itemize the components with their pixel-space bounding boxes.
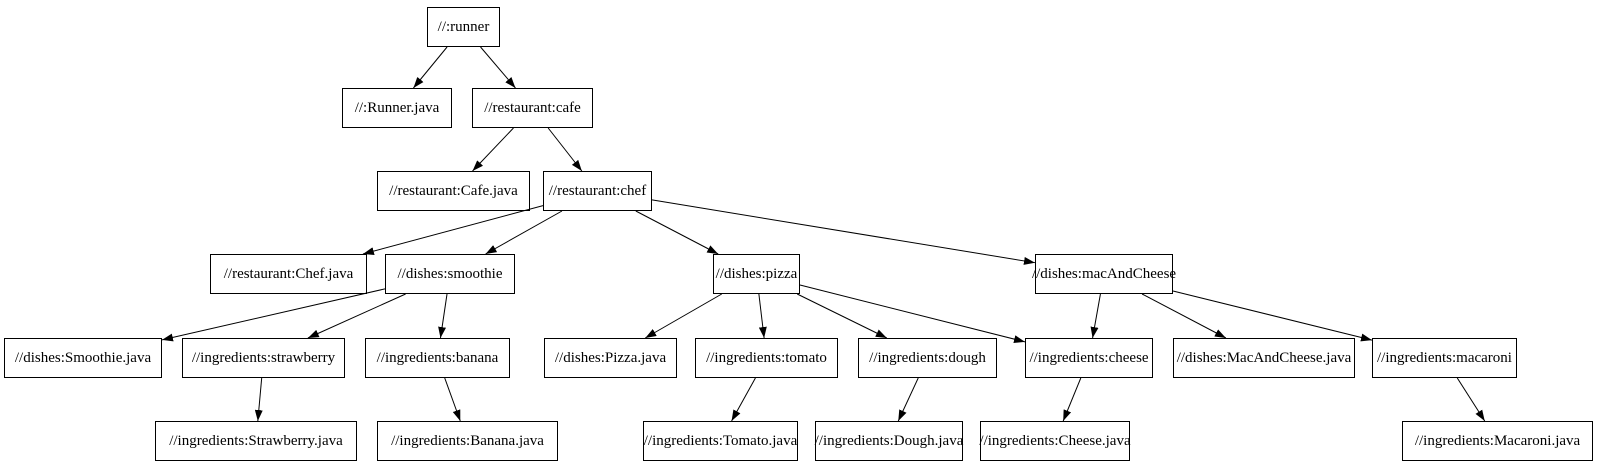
graph-edge-pizza-pizza_java	[645, 293, 722, 339]
graph-edge-cafe-chef	[547, 127, 583, 172]
graph-edge-chef-mac_and_cheese	[651, 199, 1036, 265]
graph-edge-runner-cafe	[480, 46, 516, 89]
graph-edge-strawberry-strawberry_java	[254, 377, 263, 422]
graph-node-banana: //ingredients:banana	[365, 338, 510, 378]
graph-edge-cheese-cheese_java	[1062, 377, 1082, 422]
graph-node-pizza: //dishes:pizza	[713, 254, 800, 294]
graph-edge-mac_and_cheese-macaroni	[1172, 290, 1373, 342]
graph-node-mac_and_cheese_java: //dishes:MacAndCheese.java	[1173, 338, 1355, 378]
graph-node-dough_java: //ingredients:Dough.java	[815, 421, 963, 461]
graph-node-macaroni_java: //ingredients:Macaroni.java	[1402, 421, 1593, 461]
graph-node-macaroni: //ingredients:macaroni	[1372, 338, 1517, 378]
graph-node-cheese_java: //ingredients:Cheese.java	[979, 421, 1131, 461]
graph-edge-smoothie-smoothie_java	[161, 288, 386, 342]
graph-edge-runner-runner_java	[413, 46, 448, 89]
graph-edge-tomato-tomato_java	[731, 377, 756, 422]
graph-edge-cafe-cafe_java	[472, 127, 514, 172]
graph-edge-smoothie-banana	[438, 293, 448, 339]
graph-edge-smoothie-strawberry	[307, 293, 406, 339]
graph-node-chef: //restaurant:chef	[543, 171, 652, 211]
graph-node-runner: //:runner	[427, 7, 500, 47]
graph-edge-banana-banana_java	[444, 377, 461, 422]
graph-node-dough: //ingredients:dough	[858, 338, 997, 378]
graph-node-strawberry_java: //ingredients:Strawberry.java	[155, 421, 357, 461]
graph-node-cheese: //ingredients:cheese	[1025, 338, 1153, 378]
graph-node-tomato: //ingredients:tomato	[695, 338, 838, 378]
graph-node-chef_java: //restaurant:Chef.java	[210, 254, 367, 294]
graph-node-banana_java: //ingredients:Banana.java	[377, 421, 558, 461]
graph-edge-chef-smoothie	[485, 210, 563, 255]
graph-edge-chef-pizza	[635, 210, 719, 255]
graph-edge-pizza-dough	[796, 293, 888, 339]
graph-node-smoothie: //dishes:smoothie	[385, 254, 515, 294]
graph-edge-dough-dough_java	[897, 377, 919, 422]
graph-edge-pizza-cheese	[799, 284, 1026, 344]
graph-node-tomato_java: //ingredients:Tomato.java	[643, 421, 798, 461]
graph-node-strawberry: //ingredients:strawberry	[182, 338, 345, 378]
graph-edge-chef-chef_java	[362, 205, 544, 256]
graph-edge-mac_and_cheese-mac_and_cheese_java	[1141, 293, 1227, 339]
graph-edge-macaroni-macaroni_java	[1456, 377, 1486, 422]
graph-edge-mac_and_cheese-cheese	[1090, 293, 1101, 339]
graph-node-smoothie_java: //dishes:Smoothie.java	[4, 338, 162, 378]
graph-node-cafe_java: //restaurant:Cafe.java	[377, 171, 530, 211]
graph-node-cafe: //restaurant:cafe	[472, 88, 593, 128]
graph-edge-pizza-tomato	[758, 293, 767, 339]
graph-node-mac_and_cheese: //dishes:macAndCheese	[1032, 254, 1176, 294]
graph-node-runner_java: //:Runner.java	[342, 88, 452, 128]
graph-node-pizza_java: //dishes:Pizza.java	[544, 338, 677, 378]
